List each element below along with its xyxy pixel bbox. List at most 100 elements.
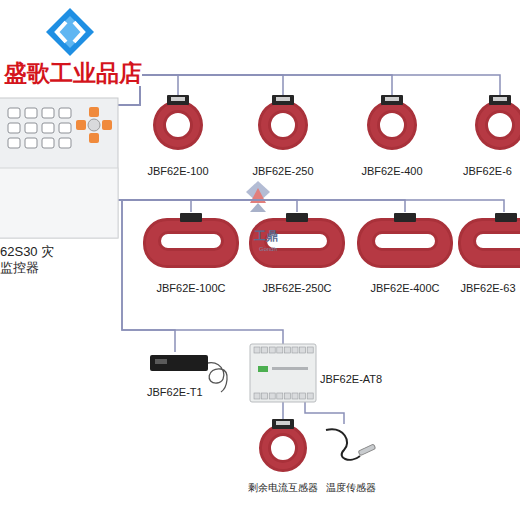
bus-wire (282, 402, 284, 420)
terminal (254, 393, 260, 399)
keypad-key (25, 108, 37, 118)
part-label: JBF62E-6 (455, 165, 520, 179)
terminal (284, 347, 290, 353)
ring-clamp (381, 95, 403, 105)
logo-inner (54, 16, 86, 48)
terminal (277, 347, 283, 353)
ring-current-transformer: JBF62E-400 (352, 95, 432, 180)
bus-wire (118, 200, 283, 344)
oval-clamp (286, 213, 308, 222)
terminal (292, 347, 298, 353)
oval-shade (252, 221, 342, 265)
ring-clamp (167, 95, 189, 105)
bus-wire (118, 75, 283, 105)
controller-lower (0, 168, 118, 238)
part-label: 剩余电流互感器 (245, 482, 321, 495)
terminal (269, 393, 275, 399)
nav-button (89, 107, 99, 117)
residual-current-transformer: 剩余电流互感器 (245, 420, 321, 500)
ring-terminal (493, 97, 507, 101)
ring-body (367, 100, 417, 150)
terminal (277, 393, 283, 399)
bus-wire (118, 75, 392, 105)
sensor-probe (358, 444, 376, 456)
terminal (307, 347, 313, 353)
ring-body (258, 100, 308, 150)
oval-body (458, 218, 520, 268)
part-label: JBF62E-100C (141, 282, 241, 296)
part-label: JBF62E-250 (243, 165, 323, 179)
terminal (292, 393, 298, 399)
keypad-key (8, 123, 20, 133)
oval-body (143, 218, 239, 268)
keypad-key (42, 138, 54, 148)
part-label: JBF62E-400 (352, 165, 432, 179)
part-label: JBF62E-400C (355, 282, 455, 296)
store-logo (46, 8, 94, 56)
keypad-key (59, 108, 71, 118)
keypad-key (25, 123, 37, 133)
ring-terminal (276, 421, 290, 425)
oval-shade (146, 221, 236, 265)
ring-body (259, 424, 307, 472)
bus-wire (118, 200, 504, 212)
temperature-detector: JBF62E-T1 (145, 352, 225, 402)
ring-terminal (171, 97, 185, 101)
oval-shade (360, 221, 450, 265)
temperature-sensor: 温度传感器 (322, 424, 380, 500)
sensor-cable (326, 429, 360, 459)
ring-shade (261, 103, 305, 147)
watermark-icon (246, 181, 270, 212)
terminal (284, 393, 290, 399)
ring-current-transformer: JBF62E-250 (243, 95, 323, 180)
ring-clamp (489, 95, 511, 105)
nav-center (88, 119, 100, 131)
oval-shade (461, 221, 520, 265)
t1-wire (208, 363, 227, 392)
ring-terminal (276, 97, 290, 101)
ring-body (475, 100, 520, 150)
part-label: JBF62E-63 (456, 282, 520, 296)
oval-clamp (394, 213, 416, 222)
ring-current-transformer: JBF62E-6 (455, 95, 520, 180)
bus-wire (118, 75, 500, 105)
terminal (300, 393, 306, 399)
nav-button (76, 120, 86, 130)
at8-strip (272, 367, 308, 370)
ring-clamp (272, 95, 294, 105)
ring-shade (478, 103, 520, 147)
keypad-key (8, 108, 20, 118)
ring-shade (156, 103, 200, 147)
part-label: 温度传感器 (322, 482, 380, 495)
logo-chevron (74, 22, 83, 42)
oval-body (357, 218, 453, 268)
ring-current-transformer: JBF62E-100 (138, 95, 218, 180)
bus-wire (118, 200, 191, 212)
ring-shade (262, 427, 304, 469)
keypad-key (42, 108, 54, 118)
part-label: JBF62E-T1 (147, 386, 225, 400)
t1-window (155, 359, 167, 364)
oval-current-transformer: JBF62E-400C (355, 212, 455, 297)
logo-chevron (57, 22, 66, 42)
oval-body (249, 218, 345, 268)
terminal (307, 393, 313, 399)
nav-button (89, 133, 99, 143)
bus-wire (305, 402, 344, 424)
keypad-key (59, 138, 71, 148)
fire-monitor-controller: 62S30 灾监控器 (0, 98, 118, 278)
nav-button (102, 120, 112, 130)
oval-current-transformer: JBF62E-100C (141, 212, 241, 297)
part-label: 62S30 灾监控器 (0, 244, 60, 277)
watermark-text: 工鼎 (254, 230, 278, 244)
watermark-triangle (250, 203, 266, 212)
keypad-key (25, 138, 37, 148)
oval-current-transformer: JBF62E-250C (247, 212, 347, 297)
terminal (262, 347, 268, 353)
keypad-key (59, 123, 71, 133)
part-label: JBF62E-AT8 (320, 373, 390, 387)
ring-clamp (272, 419, 294, 429)
bus-wire (118, 200, 297, 212)
monitoring-module: JBF62E-AT8 (250, 344, 390, 402)
